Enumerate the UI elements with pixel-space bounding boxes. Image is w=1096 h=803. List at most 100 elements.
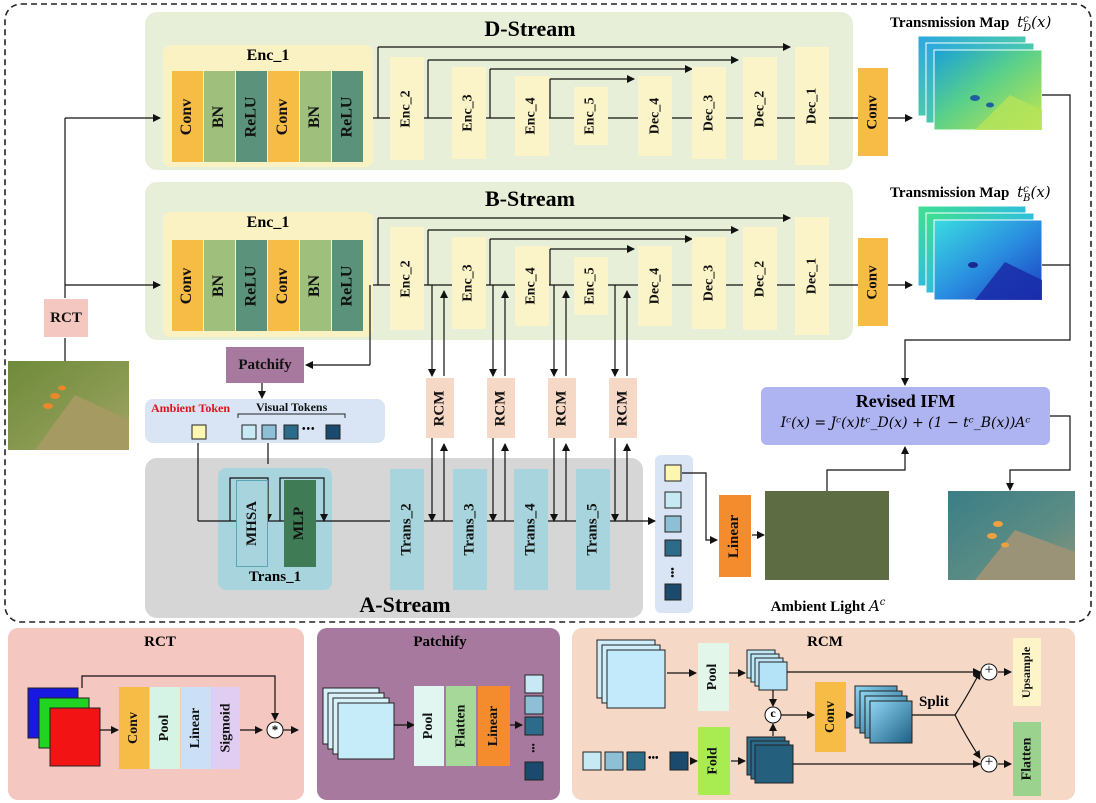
- trans4-block: Trans_4: [514, 469, 548, 590]
- rct-multiply-circle: [266, 721, 284, 739]
- legend-rct-linear: Linear: [181, 687, 211, 769]
- column-token: [664, 515, 682, 533]
- token-column-dots: •••: [667, 566, 679, 578]
- mhsa-block: MHSA: [236, 480, 268, 567]
- legend-patchify-dots: •••: [528, 743, 539, 753]
- legend-rcm-split: Split: [919, 694, 950, 710]
- d-enc4-block: Enc_4: [515, 76, 549, 156]
- trans5-block: Trans_5: [576, 469, 610, 590]
- b-stream-title: B-Stream: [484, 186, 576, 211]
- legend-rcm-conv: Conv: [815, 682, 846, 752]
- rcm-feature-stack: [596, 639, 666, 709]
- b-enc4-block: Enc_4: [515, 246, 549, 326]
- mlp-block: MLP: [284, 480, 316, 567]
- d-enc1-label: Enc_1: [246, 47, 290, 64]
- legend-rcm-plus-bottom: +: [984, 754, 994, 770]
- d-dec4-block: Dec_4: [638, 76, 672, 156]
- b-enc2-block: Enc_2: [390, 227, 424, 330]
- legend-patchify-title: Patchify: [413, 634, 467, 650]
- visual-token: [241, 424, 257, 440]
- patchify-feature-stack: [322, 687, 395, 760]
- legend-rct-title: RCT: [144, 634, 176, 650]
- d-stream-title: D-Stream: [484, 16, 576, 41]
- patchify-block: Patchify: [226, 347, 304, 383]
- restored-image: [948, 491, 1075, 580]
- legend-rcm-upsample: Upsample: [1013, 638, 1041, 706]
- legend-rct-pool: Pool: [150, 687, 180, 769]
- d-dec1-block: Dec_1: [795, 47, 829, 165]
- rcm-plus-circle-bottom: [980, 755, 998, 773]
- b-enc1-bn-1: BN: [204, 240, 235, 331]
- d-enc2-block: Enc_2: [390, 57, 424, 160]
- patchify-token-column: [524, 674, 544, 781]
- b-enc1-conv-2: Conv: [268, 240, 299, 331]
- b-enc1-relu-1: ReLU: [236, 240, 267, 331]
- column-token: [664, 539, 682, 557]
- rcm-block-2: RCM: [487, 378, 515, 438]
- b-enc1-conv-1: Conv: [172, 240, 203, 331]
- rcm-block-1: RCM: [426, 378, 454, 438]
- legend-patchify-flatten: Flatten: [446, 686, 476, 766]
- legend-rcm-plus-top: +: [984, 662, 994, 678]
- legend-rcm-fold: Fold: [698, 727, 730, 795]
- trans3-block: Trans_3: [453, 469, 487, 590]
- rcm-token-row: [582, 751, 689, 771]
- rct-legend-lines: [81, 675, 299, 734]
- legend-patchify-pool: Pool: [414, 686, 444, 766]
- b-dec3-block: Dec_3: [692, 237, 726, 329]
- b-out-conv: Conv: [858, 238, 888, 326]
- b-enc3-block: Enc_3: [452, 237, 486, 329]
- ambient-light-label: Ambient Light Ac: [770, 597, 886, 615]
- rct-rgb-stack: [27, 687, 101, 767]
- visual-tokens-label: Visual Tokens: [256, 400, 328, 414]
- d-enc5-block: Enc_5: [574, 87, 608, 145]
- revised-ifm-box: Revised IFM Iᶜ(x) = Jᶜ(x)tᶜ_D(x) + (1 − …: [761, 387, 1050, 445]
- rct-block: RCT: [44, 299, 88, 337]
- ambient-token-label: Ambient Token: [151, 401, 231, 415]
- rcm-concat-circle: [764, 706, 782, 724]
- d-enc1-relu-2: ReLU: [332, 71, 363, 162]
- input-underwater-image: [8, 361, 129, 450]
- d-dec3-block: Dec_3: [692, 67, 726, 159]
- rct-multiply-symbol: *: [271, 722, 279, 737]
- legend-rct-conv: Conv: [119, 687, 149, 769]
- column-token: [664, 583, 682, 601]
- column-ambient-token: [664, 464, 682, 482]
- d-out-conv: Conv: [858, 68, 888, 156]
- legend-rcm-title: RCM: [807, 634, 843, 650]
- visual-token: [283, 424, 299, 440]
- rcm-block-4: RCM: [609, 378, 637, 438]
- ambient-light-square: [765, 491, 889, 580]
- revised-ifm-formula: Iᶜ(x) = Jᶜ(x)tᶜ_D(x) + (1 − tᶜ_B(x))Aᶜ: [780, 415, 1031, 431]
- legend-rcm-concat-symbol: c: [770, 706, 776, 720]
- trans2-block: Trans_2: [390, 469, 424, 590]
- rcm-plus-circle-top: [980, 663, 998, 681]
- rcm-conv-output-stack: [854, 685, 913, 744]
- transmission-map-d-stack: [917, 35, 1043, 131]
- visual-token: [325, 424, 341, 440]
- d-enc3-block: Enc_3: [452, 67, 486, 159]
- b-enc5-block: Enc_5: [574, 257, 608, 315]
- column-token: [664, 491, 682, 509]
- legend-rct-sigmoid: Sigmoid: [212, 687, 240, 769]
- d-dec2-block: Dec_2: [743, 57, 777, 160]
- legend-rcm-dots: •••: [648, 753, 659, 764]
- a-stream-title: A-Stream: [359, 592, 451, 617]
- b-enc1-label: Enc_1: [246, 214, 290, 231]
- b-enc1-bn-2: BN: [300, 240, 331, 331]
- visual-token: [261, 424, 277, 440]
- b-enc1-relu-2: ReLU: [332, 240, 363, 331]
- legend-rcm-pool: Pool: [698, 643, 729, 711]
- b-dec2-block: Dec_2: [743, 227, 777, 330]
- d-enc1-bn-2: BN: [300, 71, 331, 162]
- d-enc1-relu-1: ReLU: [236, 71, 267, 162]
- tokens-dots: •••: [302, 424, 316, 435]
- transmission-map-b-stack: [917, 205, 1043, 301]
- b-dec4-block: Dec_4: [638, 246, 672, 326]
- legend-rcm-flatten: Flatten: [1013, 722, 1041, 796]
- ambient-token: [191, 424, 207, 440]
- rcm-folded-stack: [746, 736, 794, 784]
- d-enc1-conv-1: Conv: [172, 71, 203, 162]
